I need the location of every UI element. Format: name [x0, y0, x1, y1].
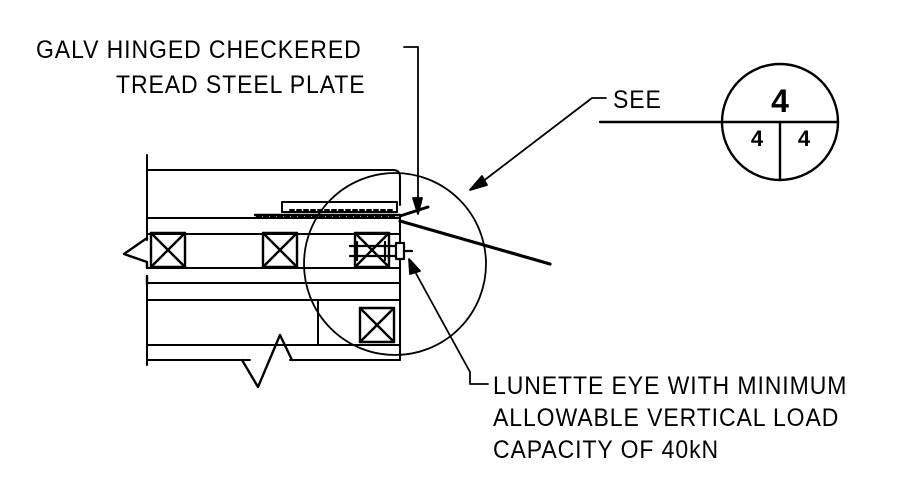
break-line-left — [122, 236, 149, 287]
label-lunette-line1: LUNETTE EYE WITH MINIMUM — [493, 372, 848, 400]
detail-reference-bubble — [598, 62, 840, 182]
blocking-blocks — [149, 231, 396, 344]
hinged-plate — [398, 205, 552, 266]
sheet-number-right: 4 — [798, 126, 811, 151]
detail-number: 4 — [771, 83, 789, 119]
label-see: SEE — [613, 86, 662, 114]
sheet-number-left: 4 — [751, 126, 764, 151]
leader-plate — [403, 46, 423, 215]
leader-see — [469, 97, 607, 191]
label-plate-line2: TREAD STEEL PLATE — [116, 71, 366, 99]
checkered-tread-plate — [253, 201, 402, 219]
lunette-eye-assembly — [348, 240, 414, 262]
label-plate-line1: GALV HINGED CHECKERED — [36, 36, 362, 64]
label-lunette-line3: CAPACITY OF 40kN — [493, 436, 720, 464]
leader-lunette — [408, 258, 489, 385]
detail-circle — [303, 172, 487, 356]
label-lunette-line2: ALLOWABLE VERTICAL LOAD — [493, 404, 840, 432]
break-line-bottom — [240, 333, 294, 389]
